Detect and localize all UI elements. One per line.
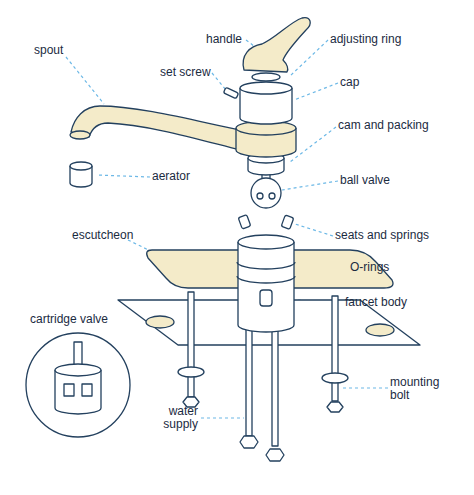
part-label: ball valve	[340, 174, 390, 187]
leader-line	[66, 57, 104, 104]
nut	[327, 402, 343, 412]
leader-line	[295, 224, 333, 236]
leader-line	[212, 73, 226, 90]
seat-spring	[238, 215, 251, 229]
adjusting-ring	[252, 73, 280, 81]
part-label: cap	[340, 76, 359, 89]
gasket-hole	[366, 324, 394, 336]
inset-circle	[26, 333, 130, 437]
leader-line	[294, 83, 338, 100]
mounting-bolt	[332, 296, 338, 401]
part-label: adjusting ring	[330, 33, 401, 46]
cap-top	[240, 82, 292, 94]
part-label: set screw	[160, 66, 211, 79]
leader-line	[96, 175, 150, 177]
part-label: cam and packing	[338, 119, 429, 132]
part-label: aerator	[152, 170, 190, 183]
seat-spring	[281, 215, 294, 229]
part-label: handle	[206, 33, 242, 46]
leader-line	[201, 417, 244, 418]
ball-hole	[269, 193, 275, 199]
leader-line	[342, 387, 388, 388]
leader-line	[290, 127, 336, 162]
cartridge-port	[82, 384, 92, 396]
spout-tip	[70, 131, 90, 139]
part-label: faucet body	[345, 296, 407, 309]
part-label: cartridge valve	[30, 313, 108, 326]
part-label: O-rings	[350, 261, 389, 274]
part-label: mounting bolt	[390, 376, 450, 402]
part-label: escutcheon	[72, 229, 133, 242]
cartridge-port	[64, 384, 74, 396]
seats-springs	[238, 215, 294, 230]
leader-line	[290, 40, 328, 76]
part-label: seats and springs	[335, 229, 429, 242]
faucet-body	[238, 242, 294, 332]
washer	[322, 373, 348, 383]
part-label: spout	[34, 44, 63, 57]
o-ring	[237, 276, 295, 283]
handle	[243, 18, 310, 72]
o-ring	[237, 262, 295, 269]
ball-valve	[251, 178, 281, 208]
faucet-body-top	[238, 235, 294, 249]
body-port	[260, 290, 272, 306]
leader-line	[282, 181, 338, 190]
aerator-top	[70, 162, 92, 170]
part-label: water supply	[150, 405, 198, 431]
ball-hole	[257, 193, 263, 199]
gasket-hole	[146, 316, 174, 328]
cartridge-top	[55, 364, 101, 376]
nut	[266, 449, 284, 461]
washer	[178, 367, 204, 377]
set-screw	[223, 87, 238, 98]
spout-arm	[71, 106, 240, 150]
nut	[240, 436, 258, 448]
mounting-bolt	[188, 292, 194, 397]
